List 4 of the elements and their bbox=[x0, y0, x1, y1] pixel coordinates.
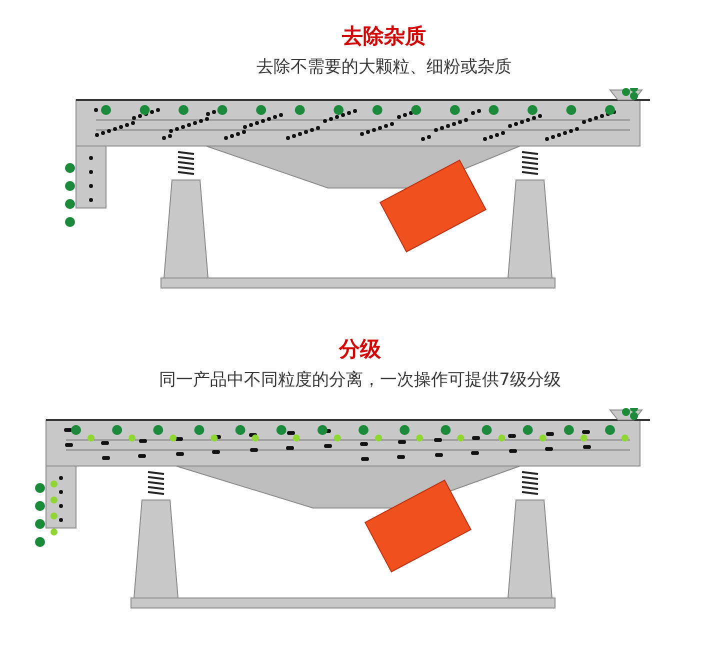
section-heading: 分级 bbox=[339, 336, 381, 363]
description-text: 同一产品中不同粒度的分离，一次操作可提供7级分级 bbox=[159, 369, 561, 391]
description-text: 去除不需要的大颗粒、细粉或杂质 bbox=[256, 56, 512, 78]
section-heading: 去除杂质 bbox=[342, 23, 426, 50]
